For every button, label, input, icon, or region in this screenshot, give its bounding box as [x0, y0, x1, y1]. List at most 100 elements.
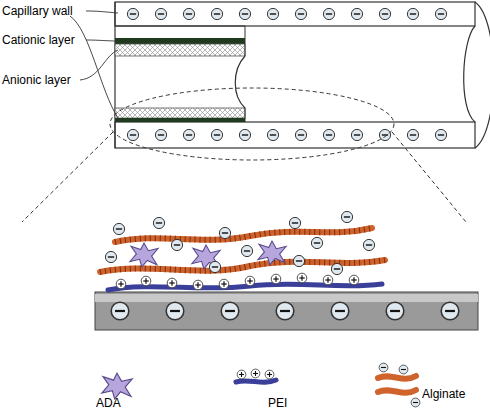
negative-charge: [171, 239, 182, 250]
negative-charge: [293, 255, 304, 266]
magnified-wall-charges: [111, 302, 459, 320]
leader-line: [86, 11, 118, 13]
capillary-wall-top: [115, 2, 475, 26]
positive-charge: [323, 275, 333, 285]
positive-charge: [265, 370, 274, 379]
negative-charge: [241, 245, 252, 256]
negative-charge: [379, 129, 390, 140]
negative-charge: [386, 302, 404, 320]
negative-charge: [351, 129, 362, 140]
positive-charge: [193, 280, 203, 290]
negative-charge: [295, 129, 306, 140]
negative-charge: [407, 129, 418, 140]
anionic-layer: [115, 108, 245, 118]
negative-charge: [219, 227, 230, 238]
positive-charge: [167, 278, 177, 288]
tube-end: [114, 2, 115, 148]
negative-charge: [183, 8, 194, 19]
positive-charge: [297, 273, 307, 283]
negative-charge: [363, 239, 374, 250]
tube-opening: [475, 2, 490, 148]
negative-charge: [239, 8, 250, 19]
negative-charge: [289, 217, 300, 228]
alginate-strand: [115, 228, 372, 242]
legend-label: Alginate: [422, 387, 465, 401]
legend-label: ADA: [96, 396, 121, 410]
negative-charge: [267, 8, 278, 19]
part-label: Cationic layer: [2, 33, 75, 47]
negative-charge: [341, 211, 352, 222]
zoom-ellipse: [110, 88, 394, 160]
negative-charge: [323, 8, 334, 19]
negative-charge: [127, 8, 138, 19]
positive-charge: [271, 274, 281, 284]
negative-charge: [323, 129, 334, 140]
legend-ada-sample: [102, 373, 132, 399]
negative-charge: [209, 261, 220, 272]
legend-alginate-sample: [378, 376, 416, 379]
negative-charge: [113, 223, 124, 234]
pei-charges: [116, 273, 359, 290]
legend-pei-sample: [236, 380, 276, 382]
positive-charge: [245, 276, 255, 286]
alginate-texture: [115, 228, 372, 242]
negative-charge: [311, 237, 322, 248]
negative-charge: [166, 302, 184, 320]
positive-charge: [219, 279, 229, 289]
positive-charge: [237, 370, 246, 379]
negative-charge: [155, 8, 166, 19]
positive-charge: [116, 279, 126, 289]
negative-charge: [153, 217, 164, 228]
negative-charge: [267, 129, 278, 140]
capillary-wall-bottom: [115, 122, 475, 148]
negative-charge: [295, 8, 306, 19]
positive-charge: [349, 275, 359, 285]
zoom-line: [22, 132, 113, 222]
negative-charge: [379, 8, 390, 19]
positive-charge: [141, 276, 151, 286]
anionic-layer: [115, 44, 245, 56]
positive-charge: [251, 369, 260, 378]
ada-star: [130, 243, 158, 267]
negative-charge: [399, 365, 408, 374]
coating-opening: [235, 56, 245, 108]
legend-alginate-sample: [378, 390, 416, 393]
layer-edge: [245, 26, 246, 56]
alginate-charges: [105, 211, 374, 274]
negative-charge: [351, 8, 362, 19]
part-label: Capillary wall: [2, 4, 73, 18]
zoom-line: [392, 132, 466, 222]
tube-opening: [464, 26, 475, 122]
legend-label: PEI: [268, 396, 287, 410]
leader-line: [70, 16, 118, 118]
negative-charge: [435, 8, 446, 19]
negative-charge: [276, 302, 294, 320]
negative-charge: [183, 129, 194, 140]
negative-charge: [331, 302, 349, 320]
leader-line: [86, 40, 118, 41]
wall-charges: [127, 8, 446, 140]
ada-star: [258, 241, 286, 265]
negative-charge: [127, 129, 138, 140]
negative-charge: [105, 251, 116, 262]
leader-line: [80, 50, 118, 80]
negative-charge: [221, 302, 239, 320]
layer-edge: [115, 26, 245, 27]
negative-charge: [239, 129, 250, 140]
wall-highlight: [95, 294, 478, 302]
cationic-layer: [115, 118, 245, 122]
negative-charge: [441, 302, 459, 320]
negative-charge: [111, 302, 129, 320]
ada-molecules: [130, 241, 286, 269]
negative-charge: [407, 8, 418, 19]
negative-charge: [379, 363, 388, 372]
negative-charge: [331, 263, 342, 274]
negative-charge: [155, 129, 166, 140]
cationic-layer: [115, 38, 245, 44]
magnified-wall: [95, 292, 478, 330]
negative-charge: [411, 398, 420, 407]
negative-charge: [435, 129, 446, 140]
negative-charge: [211, 129, 222, 140]
